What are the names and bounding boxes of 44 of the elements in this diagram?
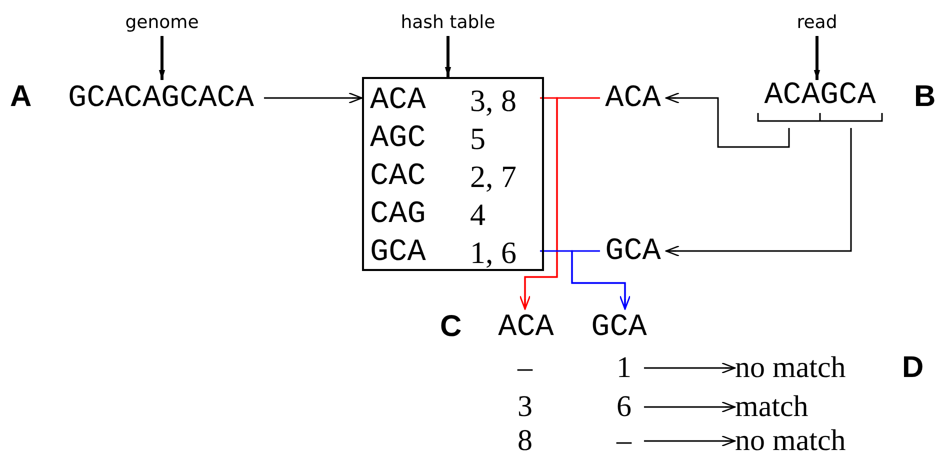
- arrow: [571, 250, 631, 310]
- arrow: [644, 362, 736, 374]
- kmer-text: GCA: [370, 236, 427, 268]
- result-text: –: [518, 353, 532, 383]
- result-text: 1: [616, 353, 632, 383]
- result-text: no match: [735, 353, 846, 383]
- kmer-text: CAG: [370, 198, 427, 230]
- pointer-arrow: [444, 36, 452, 77]
- hash-table: [362, 77, 544, 271]
- pointer-arrow: [814, 36, 820, 80]
- sequence-text: GCA: [591, 312, 647, 342]
- panel-letter: D: [902, 353, 924, 383]
- sequence-text: GCACAGCACA: [68, 82, 254, 114]
- position-text: 4: [470, 198, 486, 230]
- pointer-label: genome: [125, 14, 199, 32]
- arrow: [644, 401, 736, 413]
- arrow: [665, 92, 790, 148]
- position-text: 3, 8: [470, 84, 516, 116]
- kmer-text: CAC: [370, 160, 427, 192]
- arrow: [644, 435, 736, 447]
- position-text: 1, 6: [470, 236, 516, 268]
- result-text: match: [735, 392, 808, 422]
- result-text: 6: [616, 392, 632, 422]
- panel-letter: C: [440, 312, 462, 342]
- panel-letter: B: [914, 82, 936, 112]
- panel-letter: A: [10, 82, 32, 112]
- pointer-arrow: [158, 36, 166, 80]
- position-text: 2, 7: [470, 160, 516, 192]
- sequence-text: ACA: [498, 312, 554, 342]
- kmer-text: AGC: [370, 122, 427, 154]
- result-text: 8: [518, 426, 532, 456]
- sequence-text: ACA: [605, 82, 661, 114]
- result-text: –: [616, 426, 632, 456]
- pointer-label: hash table: [400, 14, 496, 32]
- pointer-label: read: [796, 14, 838, 32]
- position-text: 5: [470, 122, 486, 154]
- arrow: [665, 128, 852, 257]
- sequence-text: GCA: [605, 236, 661, 266]
- result-text: 3: [518, 392, 532, 422]
- kmer-text: ACA: [370, 84, 427, 116]
- sequence-text: ACAGCA: [764, 80, 876, 111]
- arrow: [519, 97, 600, 310]
- arrow: [264, 92, 363, 104]
- result-text: no match: [735, 426, 846, 456]
